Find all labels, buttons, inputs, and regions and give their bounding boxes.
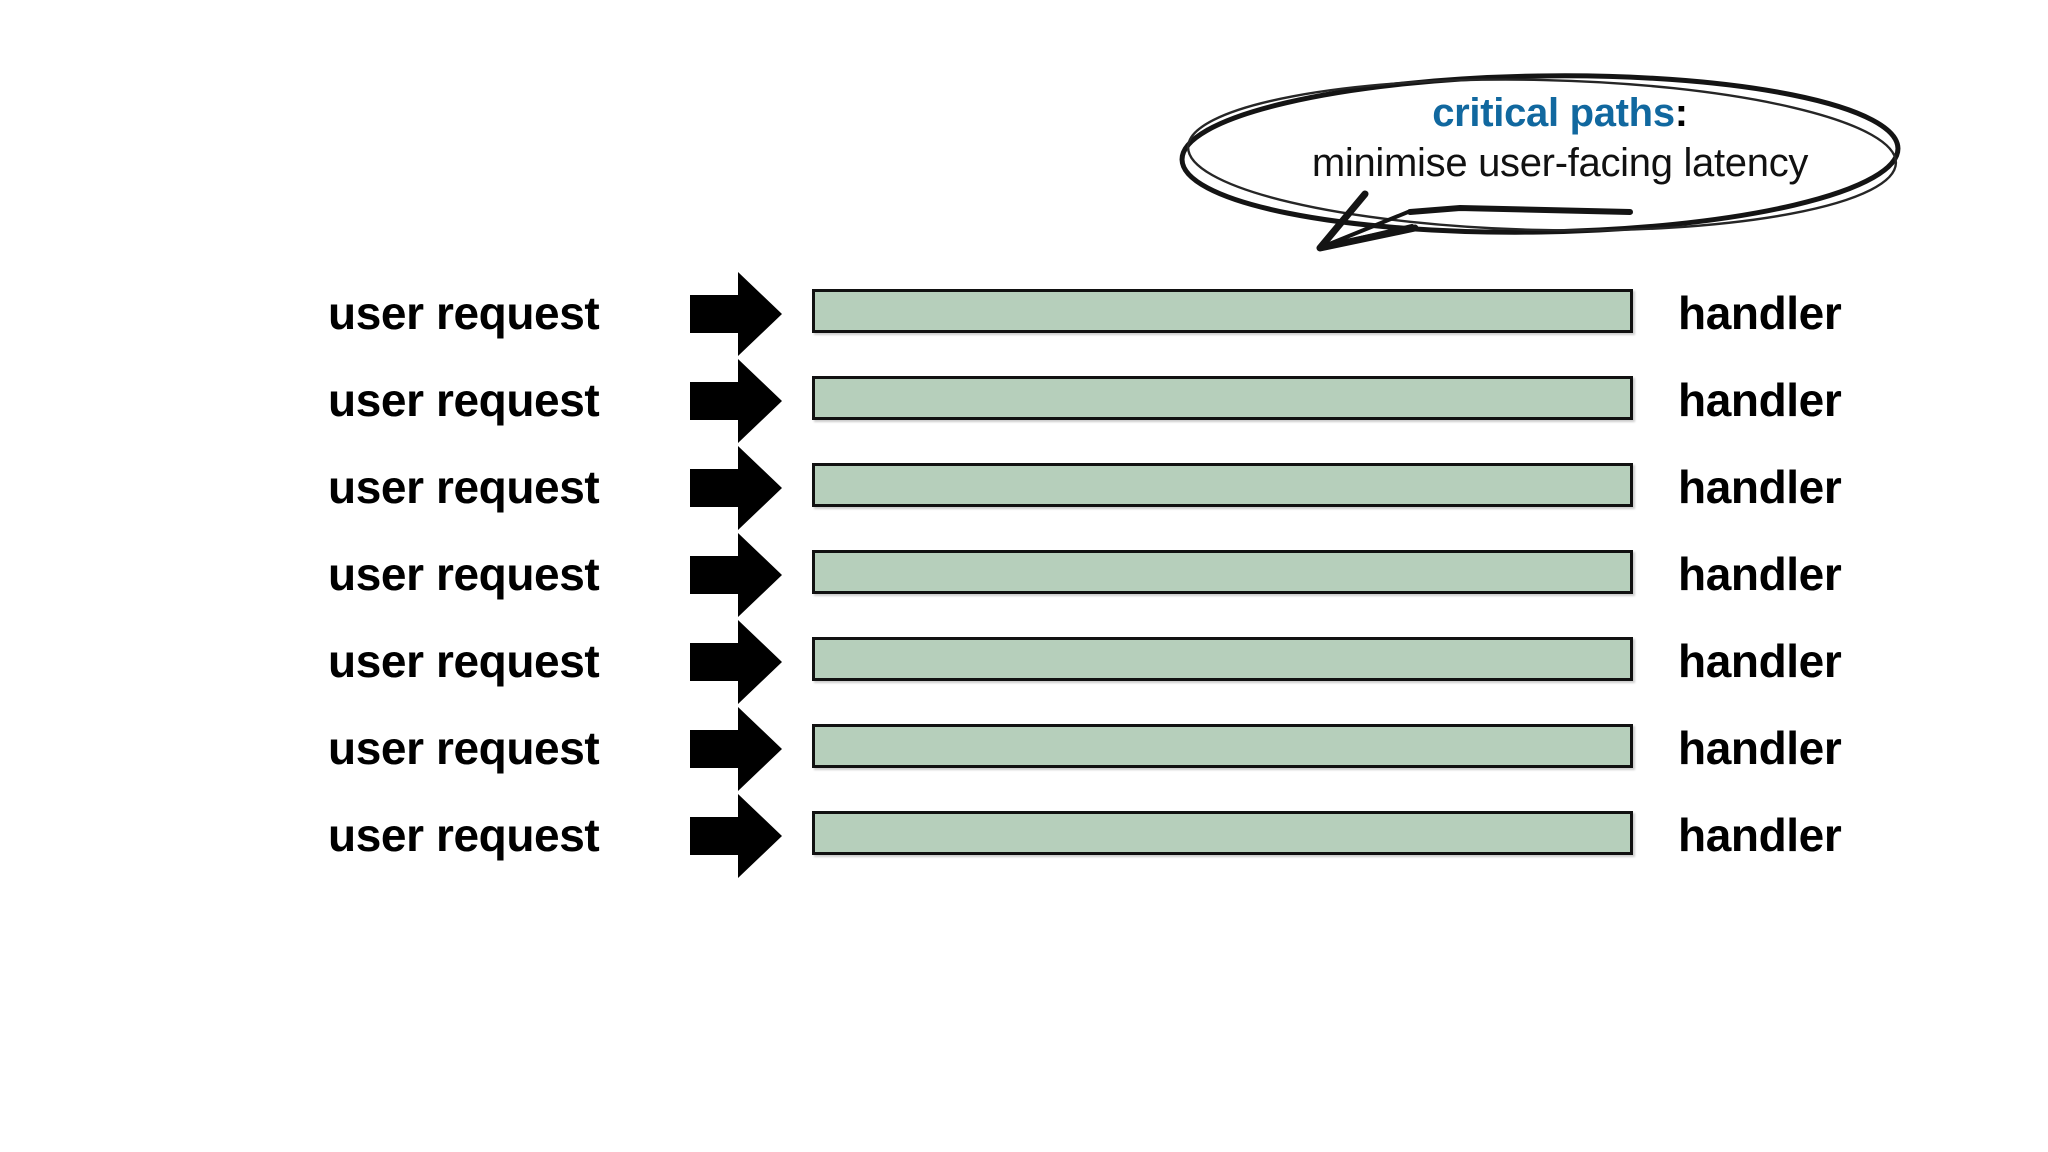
handler-label: handler xyxy=(1678,461,1842,513)
critical-path-bar xyxy=(812,289,1633,333)
callout-tail-right-stroke xyxy=(1320,210,1414,249)
right-arrow-icon xyxy=(688,531,784,619)
request-row: user request handler xyxy=(0,707,2048,791)
handler-label: handler xyxy=(1678,722,1842,774)
request-row: user request handler xyxy=(0,272,2048,356)
right-arrow-icon xyxy=(688,270,784,358)
user-request-label: user request xyxy=(328,809,600,861)
user-request-label: user request xyxy=(328,548,600,600)
user-request-label: user request xyxy=(328,635,600,687)
request-row: user request handler xyxy=(0,446,2048,530)
handler-label: handler xyxy=(1678,809,1842,861)
right-arrow-icon xyxy=(688,705,784,793)
callout-bubble-shape xyxy=(1179,73,1901,252)
request-row: user request handler xyxy=(0,359,2048,443)
user-request-label: user request xyxy=(328,374,600,426)
critical-path-bar xyxy=(812,811,1633,855)
callout-tail-base xyxy=(1407,204,1633,215)
callout-ellipse-sketch-overstroke xyxy=(1186,78,1898,232)
user-request-label: user request xyxy=(328,287,600,339)
right-arrow-icon xyxy=(688,357,784,445)
callout-description: minimise user-facing latency xyxy=(1311,141,1809,186)
callout-keyword-suffix: : xyxy=(1674,91,1688,135)
critical-path-bar xyxy=(812,463,1633,507)
critical-path-bar xyxy=(812,637,1633,681)
critical-path-bar xyxy=(812,550,1633,594)
user-request-label: user request xyxy=(328,461,600,513)
right-arrow-icon xyxy=(688,792,784,880)
request-row: user request handler xyxy=(0,794,2048,878)
handler-label: handler xyxy=(1678,548,1842,600)
handler-label: handler xyxy=(1678,287,1842,339)
callout-ellipse-outline xyxy=(1179,73,1901,235)
request-row: user request handler xyxy=(0,533,2048,617)
callout-text-block: critical paths: minimise user-facing lat… xyxy=(1200,90,1920,187)
request-row: user request handler xyxy=(0,620,2048,704)
handler-label: handler xyxy=(1678,374,1842,426)
right-arrow-icon xyxy=(688,618,784,706)
critical-paths-callout: critical paths: minimise user-facing lat… xyxy=(1160,60,1960,270)
callout-keyword: critical paths xyxy=(1432,91,1675,135)
user-request-label: user request xyxy=(328,722,600,774)
callout-keyword-line: critical paths: xyxy=(1200,90,1920,136)
critical-path-bar xyxy=(812,376,1633,420)
handler-label: handler xyxy=(1678,635,1842,687)
right-arrow-icon xyxy=(688,444,784,532)
critical-path-bar xyxy=(812,724,1633,768)
